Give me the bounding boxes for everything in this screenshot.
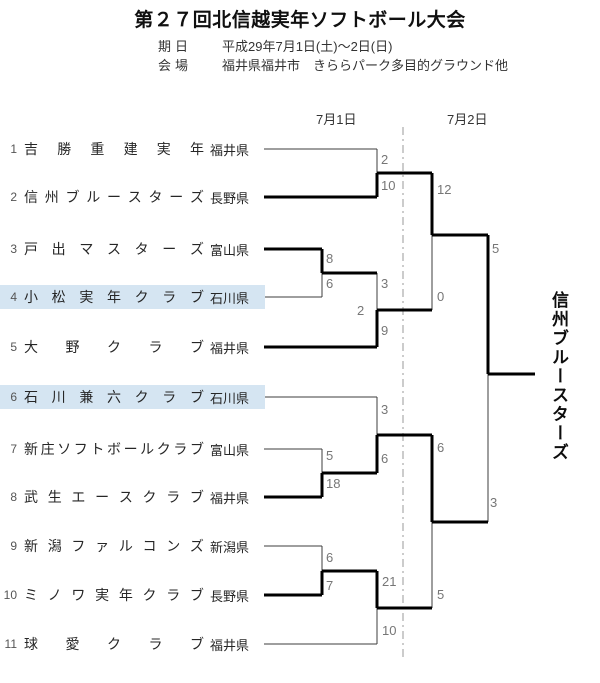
- score-sf2_top: 6: [437, 440, 445, 455]
- score-sf1_bottom: 0: [437, 289, 445, 304]
- team-row: 2 信州ブルースターズ長野県: [0, 185, 265, 209]
- score-m2_bottom: 6: [326, 276, 334, 291]
- team-name: 小松実年クラブ: [24, 289, 204, 305]
- team-row: 3 戸出マスターズ富山県: [0, 237, 265, 261]
- team-prefecture: 福井県: [210, 142, 250, 158]
- score-m5_top: 3: [381, 402, 389, 417]
- team-prefecture: 福井県: [210, 490, 250, 506]
- team-prefecture: 富山県: [210, 442, 250, 458]
- team-number: 7: [10, 442, 17, 456]
- team-name: 信州ブルースターズ: [24, 189, 204, 205]
- score-m1_top: 2: [381, 152, 389, 167]
- team-prefecture: 福井県: [210, 637, 250, 653]
- score-m6_top: 6: [326, 550, 334, 565]
- team-prefecture: 石川県: [210, 290, 250, 306]
- team-name: 吉勝重建実年: [24, 141, 204, 157]
- team-row: 10 ミノワ実年クラブ長野県: [0, 583, 265, 607]
- score-final_top: 5: [492, 241, 500, 256]
- team-number: 10: [3, 588, 17, 602]
- team-name: 武生エースクラブ: [24, 489, 204, 505]
- team-row: 7 新庄ソフトボールクラブ富山県: [0, 437, 265, 461]
- team-name: 大野クラブ: [24, 339, 204, 355]
- venue-value: 福井県福井市 きららパーク多目的グラウンド他: [222, 58, 509, 73]
- team-row: 5 大野クラブ福井県: [0, 335, 265, 359]
- team-row: 6 石川兼六クラブ石川県: [0, 385, 265, 409]
- team-prefecture: 長野県: [210, 588, 250, 604]
- score-final_bottom: 3: [490, 495, 498, 510]
- team-prefecture: 石川県: [210, 390, 250, 406]
- team-name: 新潟ファルコンズ: [24, 538, 204, 554]
- team-number: 1: [10, 142, 17, 156]
- team-number: 9: [10, 539, 17, 553]
- champion-name: 信州ブルースターズ: [549, 291, 568, 462]
- score-sf2_bottom: 5: [437, 587, 445, 602]
- score-m3_bottom: 9: [381, 323, 389, 338]
- date-label: 期日: [158, 39, 193, 54]
- team-number: 2: [10, 190, 17, 204]
- team-prefecture: 富山県: [210, 242, 250, 258]
- score-m7_bottom: 10: [382, 623, 397, 638]
- team-number: 4: [10, 290, 17, 304]
- venue-row: 会場 福井県福井市 きららパーク多目的グラウンド他: [158, 55, 508, 74]
- team-prefecture: 福井県: [210, 340, 250, 356]
- score-sf1_top: 12: [437, 182, 452, 197]
- team-row: 9 新潟ファルコンズ新潟県: [0, 534, 265, 558]
- team-row: 1 吉勝重建実年福井県: [0, 137, 265, 161]
- team-prefecture: 長野県: [210, 190, 250, 206]
- column-header-day2: 7月2日: [447, 112, 488, 127]
- team-row: 8 武生エースクラブ福井県: [0, 485, 265, 509]
- team-number: 3: [10, 242, 17, 256]
- score-m1_bottom: 10: [381, 178, 396, 193]
- tournament-title: 第２７回北信越実年ソフトボール大会: [134, 10, 466, 31]
- date-value: 平成29年7月1日(土)～2日(日): [222, 39, 393, 54]
- score-m7_top: 21: [382, 574, 397, 589]
- team-name: 戸出マスターズ: [24, 241, 204, 257]
- score-m4_bottom: 18: [326, 476, 341, 491]
- team-number: 8: [10, 490, 17, 504]
- team-number: 11: [4, 637, 17, 651]
- team-name: 石川兼六クラブ: [24, 389, 204, 405]
- team-name: 球愛クラブ: [24, 636, 204, 652]
- score-m5_bottom: 6: [381, 451, 389, 466]
- team-name: 新庄ソフトボールクラブ: [24, 441, 204, 457]
- team-prefecture: 新潟県: [210, 539, 250, 555]
- team-row: 4 小松実年クラブ石川県: [0, 285, 265, 309]
- date-row: 期日 平成29年7月1日(土)～2日(日): [158, 36, 392, 55]
- score-m4_top: 5: [326, 448, 334, 463]
- team-name: ミノワ実年クラブ: [24, 587, 204, 603]
- column-header-day1: 7月1日: [316, 112, 357, 127]
- score-m3_left: 2: [357, 303, 365, 318]
- team-number: 6: [10, 390, 17, 404]
- team-row: 11 球愛クラブ福井県: [0, 632, 265, 656]
- score-m3_top: 3: [381, 276, 389, 291]
- score-m2_top: 8: [326, 251, 334, 266]
- score-m6_bottom: 7: [326, 578, 334, 593]
- venue-label: 会場: [158, 58, 193, 73]
- team-number: 5: [10, 340, 17, 354]
